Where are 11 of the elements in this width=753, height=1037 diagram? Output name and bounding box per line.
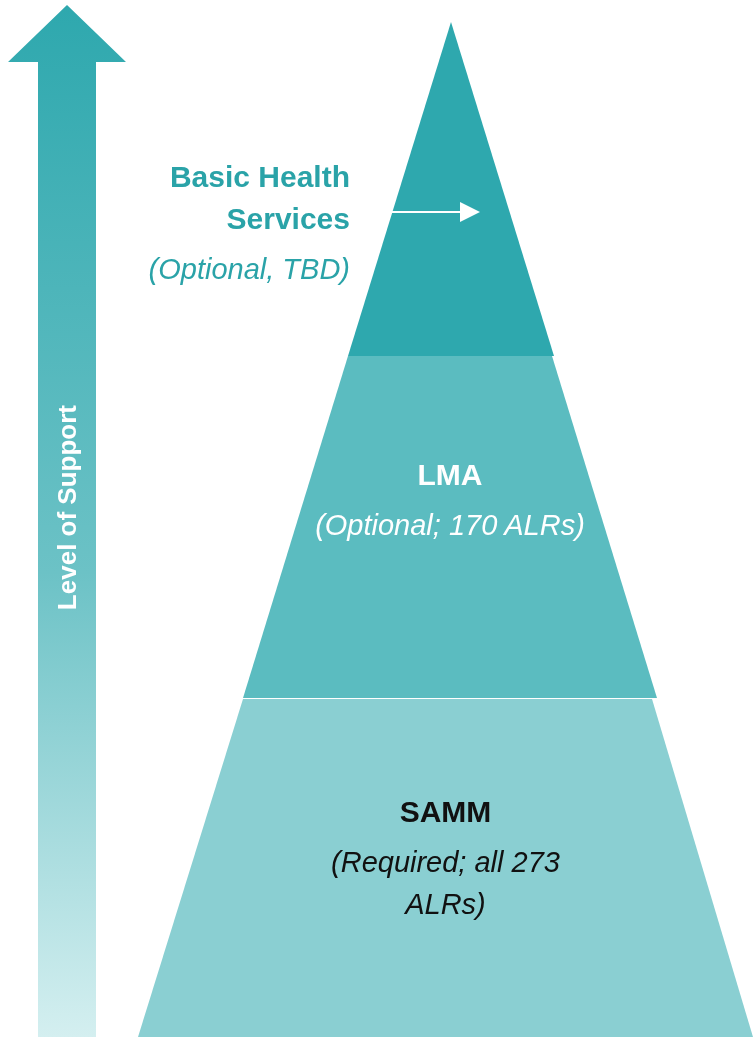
tier-note: (Required; all 273 ALRs)	[330, 845, 561, 922]
tier-note: (Optional; 170 ALRs)	[315, 508, 585, 543]
up-arrow	[8, 5, 126, 1037]
pyramid-tier	[243, 356, 657, 698]
arrow-label: Level of Support	[51, 405, 83, 611]
tier-heading: SAMM	[398, 794, 493, 830]
tier-heading: LMA	[416, 457, 484, 493]
pyramid-tier	[138, 699, 753, 1037]
pyramid-tier	[348, 22, 554, 356]
callout-note: (Optional, TBD)	[147, 252, 350, 287]
callout-heading: Basic Health Services	[168, 159, 350, 237]
